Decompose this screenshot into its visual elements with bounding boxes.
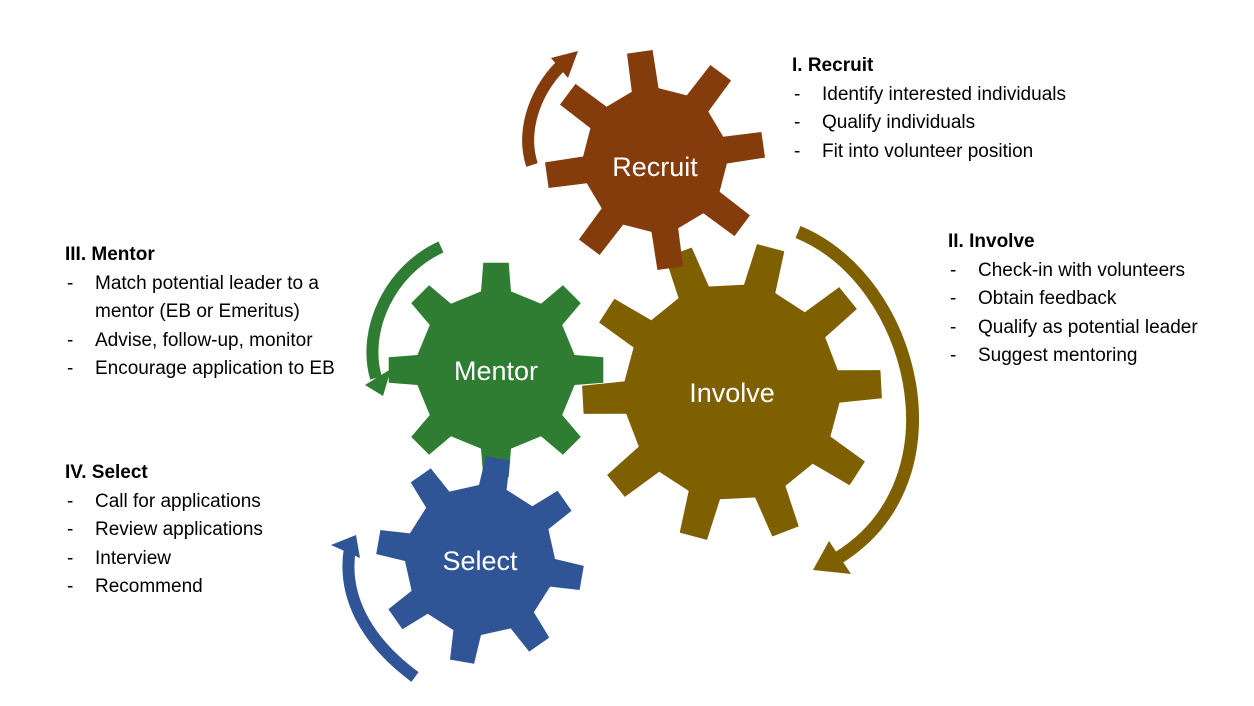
select-step-title: IV. Select [65,462,148,483]
recruit-step-list: Identify interested individuals Qualify … [792,81,1172,167]
select-gear-label: Select [442,546,518,576]
select-step: IV. Select Call for applications Review … [65,459,365,602]
list-item: Suggest mentoring [948,342,1248,371]
recruit-gear-label: Recruit [612,152,698,182]
involve-gear: Involve [582,244,882,540]
select-gear: Select [376,456,584,664]
recruit-arrow [522,51,578,167]
list-item: Interview [65,545,365,574]
mentor-step-list: Match potential leader to a mentor (EB o… [65,270,365,384]
list-item: Encourage application to EB [65,355,365,384]
involve-arrow [795,225,920,574]
recruit-step: I. Recruit Identify interested individua… [792,52,1172,166]
recruit-step-title: I. Recruit [792,55,874,76]
list-item: Qualify as potential leader [948,314,1248,343]
list-item: Call for applications [65,488,365,517]
mentor-gear: Mentor [388,262,604,478]
mentor-step: III. Mentor Match potential leader to a … [65,241,365,384]
mentor-arrow [365,241,444,396]
mentor-gear-label: Mentor [454,356,538,386]
list-item: Identify interested individuals [792,81,1172,110]
list-item: Match potential leader to a mentor (EB o… [65,270,365,327]
involve-step: II. Involve Check-in with volunteers Obt… [948,228,1248,371]
list-item: Review applications [65,516,365,545]
involve-step-list: Check-in with volunteers Obtain feedback… [948,257,1248,371]
list-item: Recommend [65,573,365,602]
select-step-list: Call for applications Review application… [65,488,365,602]
involve-step-title: II. Involve [948,231,1035,252]
involve-gear-label: Involve [689,378,775,408]
list-item: Obtain feedback [948,285,1248,314]
recruit-gear: Recruit [545,50,765,270]
list-item: Qualify individuals [792,109,1172,138]
list-item: Fit into volunteer position [792,138,1172,167]
mentor-step-title: III. Mentor [65,244,155,265]
list-item: Check-in with volunteers [948,257,1248,286]
list-item: Advise, follow-up, monitor [65,327,365,356]
